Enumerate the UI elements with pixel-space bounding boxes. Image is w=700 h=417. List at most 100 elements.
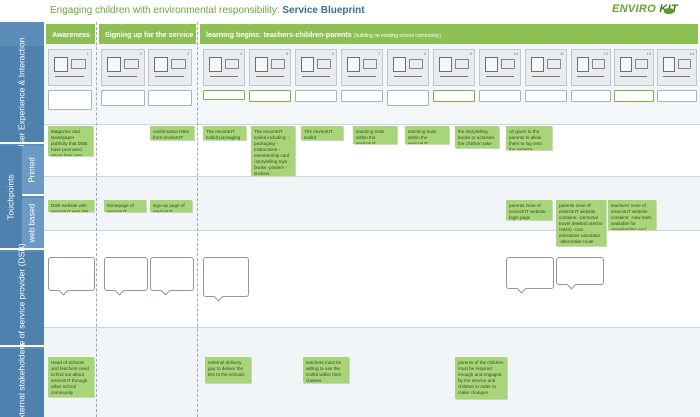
- sketch-frame: 6: [295, 49, 337, 86]
- sketch-frame: 4: [203, 49, 245, 86]
- lane-divider: [44, 327, 700, 328]
- sketch-frame: 1: [48, 49, 92, 86]
- sketch-number: 2: [139, 51, 142, 56]
- sketch-number: 3: [186, 51, 189, 56]
- row-label-web: web based: [27, 203, 37, 243]
- sketch-frame: 3: [148, 49, 192, 86]
- experience-note: [203, 90, 245, 100]
- experience-note: [525, 90, 567, 102]
- printed-note-toolkit-contents: The enviroKIT toolkit including: -packag…: [251, 126, 295, 176]
- experience-note: [249, 90, 291, 102]
- provider-bubble: [48, 257, 95, 291]
- stage-awareness-label: Awareness: [52, 30, 90, 39]
- sketch-number: 6: [331, 51, 334, 56]
- sketch-frame: 12: [571, 49, 611, 86]
- title-strong: Service Blueprint: [282, 5, 365, 16]
- sketch-number: 12: [603, 51, 608, 56]
- provider-bubble: [506, 257, 554, 289]
- experience-note: [148, 90, 192, 106]
- sketch-frame: 14: [657, 49, 697, 86]
- web-note-signup: sign-up page of enviroKIT website: [150, 200, 192, 212]
- row-label-user: User Experience & Interaction: [16, 37, 27, 151]
- printed-note-packaging: The enviroKIT toolkit packaging: [203, 126, 246, 140]
- logo-text-a: ENVIRO: [612, 3, 656, 15]
- experience-note: [101, 90, 145, 106]
- experience-note: [614, 90, 654, 102]
- row-web: web based: [22, 198, 44, 250]
- stakeholder-note-teachers: teachers must be willing to use the tool…: [303, 357, 349, 383]
- web-note-dsb-website: DSB website with enviroKIT web link: [48, 200, 94, 212]
- sketch-number: 1: [86, 51, 89, 56]
- row-user-experience: User Experience & Interaction: [0, 38, 44, 150]
- stage-divider: [96, 22, 97, 417]
- experience-note: [433, 90, 475, 102]
- stage-learning-note: (building on existing school community): [353, 33, 442, 39]
- sketch-number: 11: [559, 51, 564, 56]
- sketch-frame: 10: [479, 49, 521, 86]
- stakeholder-note-delivery: external delivery guy to deliver the kit…: [205, 357, 251, 383]
- stage-learning: learning begins: teachers-children-paren…: [200, 24, 698, 44]
- printed-note-url: url given to the parents to allow them t…: [506, 126, 552, 150]
- row-label-printed: Printed: [27, 157, 37, 183]
- experience-note: [341, 90, 383, 102]
- sketch-number: 5: [285, 51, 288, 56]
- printed-note-toolkit: The enviroKIT toolkit: [301, 126, 343, 140]
- web-note-teachers-zone: teachers' zone of enviroKIT website cont…: [608, 200, 656, 230]
- sketch-frame: 2: [101, 49, 145, 86]
- sketch-frame: 7: [341, 49, 383, 86]
- web-note-parents-zone: parents zone of enviroKIT website contai…: [556, 200, 606, 246]
- provider-bubble: [556, 257, 604, 285]
- web-note-homepage: homepage of enviroKIT website: [104, 200, 146, 212]
- sketch-number: 14: [689, 51, 694, 56]
- sketch-frame: 5: [249, 49, 291, 86]
- stage-learning-label: learning begins: teachers-children-paren…: [206, 30, 352, 39]
- stage-divider: [197, 22, 198, 417]
- row-external-stakeholders: external stakeholders: [0, 343, 44, 417]
- provider-bubble: [104, 257, 148, 291]
- row-service-provider: role of service provider (DSB): [0, 243, 44, 354]
- row-label-stakeholders: external stakeholders: [16, 342, 27, 417]
- row-label-touchpoints: Touchpoints: [5, 174, 16, 220]
- printed-note-magazine: Magazine and Newspaper publicity that DS…: [48, 126, 93, 156]
- sketch-frame: 8: [387, 49, 429, 86]
- lane-divider: [44, 124, 700, 125]
- stakeholder-note-schools: Head of schools and teachers need to fin…: [48, 357, 94, 397]
- stage-awareness: Awareness: [46, 24, 95, 44]
- sketch-number: 9: [469, 51, 472, 56]
- page-title: Engaging children with environmental res…: [50, 5, 365, 16]
- lane-divider: [44, 230, 700, 231]
- lane-divider: [44, 176, 700, 177]
- experience-note: [295, 90, 337, 102]
- web-note-parents-login: parents zone of enviroKIT website: login…: [506, 200, 552, 220]
- row-label-column: User Experience & Interaction Touchpoint…: [0, 22, 44, 417]
- printed-note-confirmation: confirmation letter from enviroKIT: [150, 126, 194, 140]
- experience-note: [479, 90, 521, 102]
- sketch-number: 13: [646, 51, 651, 56]
- printed-note-teaching-tools-2: teaching tools within the enviroKIT: [405, 126, 449, 144]
- row-touchpoints: Touchpoints: [0, 146, 22, 250]
- title-lead: Engaging children with environmental res…: [50, 5, 280, 16]
- sketch-number: 10: [513, 51, 518, 56]
- printed-note-teaching-tools: teaching tools within the enviroKIT: [353, 126, 397, 144]
- sketch-number: 4: [239, 51, 242, 56]
- experience-note: [571, 90, 611, 102]
- stage-signing-label: Signing up for the service: [105, 30, 194, 39]
- provider-bubble: [203, 257, 249, 297]
- experience-note: [657, 90, 697, 102]
- turtle-icon: [664, 8, 674, 14]
- sketch-frame: 11: [525, 49, 567, 86]
- stage-signing-up: Signing up for the service: [99, 24, 196, 44]
- stakeholder-note-parents: parents of the children must be inspired…: [455, 357, 507, 399]
- provider-bubble: [150, 257, 194, 291]
- sketch-number: 8: [423, 51, 426, 56]
- stakeholder-band: [44, 327, 700, 417]
- sketch-number: 7: [377, 51, 380, 56]
- title-band: Engaging children with environmental res…: [0, 0, 700, 22]
- row-printed: Printed: [22, 146, 44, 196]
- printed-note-storytelling: the storytelling books or activities the…: [455, 126, 499, 148]
- sketch-frame: 13: [614, 49, 654, 86]
- row-label-provider: role of service provider (DSB): [16, 242, 27, 355]
- sketch-frame: 9: [433, 49, 475, 86]
- experience-note: [387, 90, 429, 106]
- experience-note: [48, 90, 92, 110]
